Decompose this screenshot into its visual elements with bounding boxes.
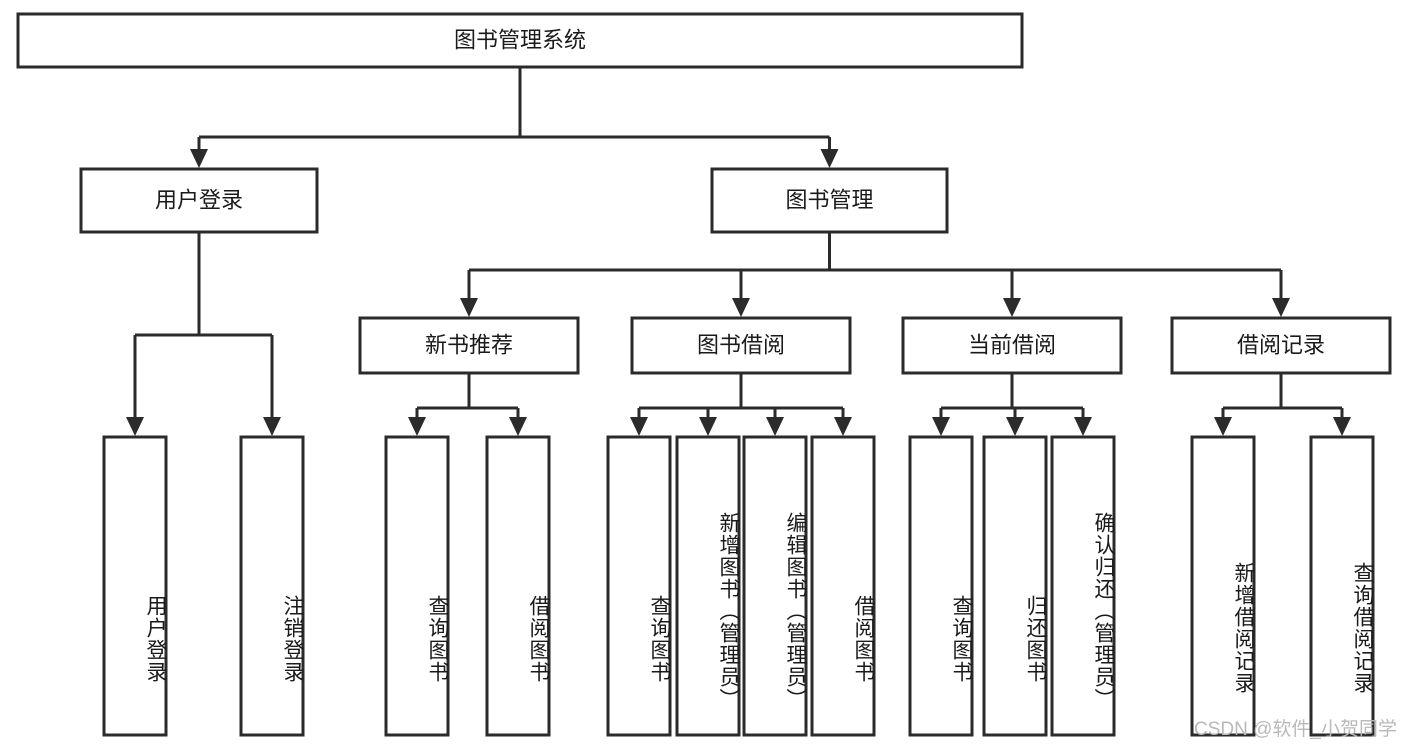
arrow-head-icon [509, 417, 527, 436]
node-box-leaf-confirm-return-admin[interactable] [1050, 435, 1116, 737]
node-leaf-query-book-current[interactable] [908, 435, 974, 737]
arrow-head-icon [263, 417, 281, 436]
watermark-text: CSDN @软件_小贺同学 [1194, 719, 1397, 740]
arrow-head-icon [630, 417, 648, 436]
node-box-leaf-add-book-admin[interactable] [675, 435, 741, 737]
node-leaf-borrow-book-rec[interactable] [485, 435, 551, 737]
node-leaf-edit-book-admin[interactable] [742, 435, 808, 737]
arrow-head-icon [732, 298, 750, 317]
node-box-leaf-edit-book-admin[interactable] [742, 435, 808, 737]
arrow-head-icon [460, 298, 478, 317]
node-label-borrow-record: 借阅记录 [1237, 332, 1325, 357]
arrow-head-icon [1333, 417, 1351, 436]
node-box-leaf-user-login[interactable] [102, 435, 168, 737]
node-book-borrow[interactable]: 图书借阅 [630, 316, 852, 375]
arrow-head-icon [1272, 298, 1290, 317]
node-label-book-borrow: 图书借阅 [697, 332, 785, 357]
node-box-root[interactable] [16, 12, 1024, 69]
node-box-book-manage[interactable] [710, 167, 949, 234]
arrow-head-icon [932, 417, 950, 436]
node-box-book-borrow[interactable] [630, 316, 852, 375]
arrow-head-icon [190, 149, 208, 168]
arrow-head-icon [1214, 417, 1232, 436]
node-label-current-borrow: 当前借阅 [968, 332, 1056, 357]
node-leaf-query-book-rec[interactable] [384, 435, 450, 737]
node-box-leaf-query-book-rec[interactable] [384, 435, 450, 737]
node-box-leaf-query-borrow-record[interactable] [1309, 435, 1375, 737]
arrow-head-icon [766, 417, 784, 436]
node-leaf-add-book-admin[interactable] [675, 435, 741, 737]
arrow-head-icon [1074, 417, 1092, 436]
arrow-head-icon [820, 149, 839, 168]
node-leaf-return-book[interactable] [982, 435, 1048, 737]
arrow-head-icon [699, 417, 717, 436]
node-box-leaf-borrow-book-rec[interactable] [485, 435, 551, 737]
node-leaf-user-logout[interactable] [239, 435, 305, 737]
node-leaf-borrow-book[interactable] [810, 435, 876, 737]
node-box-leaf-query-book-current[interactable] [908, 435, 974, 737]
node-box-leaf-add-borrow-record[interactable] [1190, 435, 1256, 737]
node-label-root: 图书管理系统 [454, 27, 586, 52]
node-box-new-book-rec[interactable] [358, 316, 580, 375]
node-label-book-manage: 图书管理 [785, 187, 873, 212]
node-label-user-login: 用户登录 [155, 187, 243, 212]
node-box-leaf-borrow-book[interactable] [810, 435, 876, 737]
node-borrow-record[interactable]: 借阅记录 [1170, 316, 1392, 375]
node-box-user-login[interactable] [79, 167, 319, 234]
node-box-leaf-query-book-borrow[interactable] [606, 435, 672, 737]
node-box-leaf-user-logout[interactable] [239, 435, 305, 737]
node-box-current-borrow[interactable] [901, 316, 1123, 375]
node-leaf-user-login[interactable] [102, 435, 168, 737]
arrow-head-icon [1003, 298, 1021, 317]
node-user-login[interactable]: 用户登录 [79, 167, 319, 234]
node-root[interactable]: 图书管理系统 [16, 12, 1024, 69]
node-new-book-rec[interactable]: 新书推荐 [358, 316, 580, 375]
node-leaf-query-borrow-record[interactable] [1309, 435, 1375, 737]
node-current-borrow[interactable]: 当前借阅 [901, 316, 1123, 375]
arrow-head-icon [1006, 417, 1024, 436]
node-label-new-book-rec: 新书推荐 [425, 332, 513, 357]
node-book-manage[interactable]: 图书管理 [710, 167, 949, 234]
node-leaf-confirm-return-admin[interactable] [1050, 435, 1116, 737]
node-box-leaf-return-book[interactable] [982, 435, 1048, 737]
node-leaf-query-book-borrow[interactable] [606, 435, 672, 737]
arrow-head-icon [834, 417, 852, 436]
node-leaf-add-borrow-record[interactable] [1190, 435, 1256, 737]
node-box-borrow-record[interactable] [1170, 316, 1392, 375]
arrow-head-icon [408, 417, 426, 436]
arrow-head-icon [126, 417, 144, 436]
